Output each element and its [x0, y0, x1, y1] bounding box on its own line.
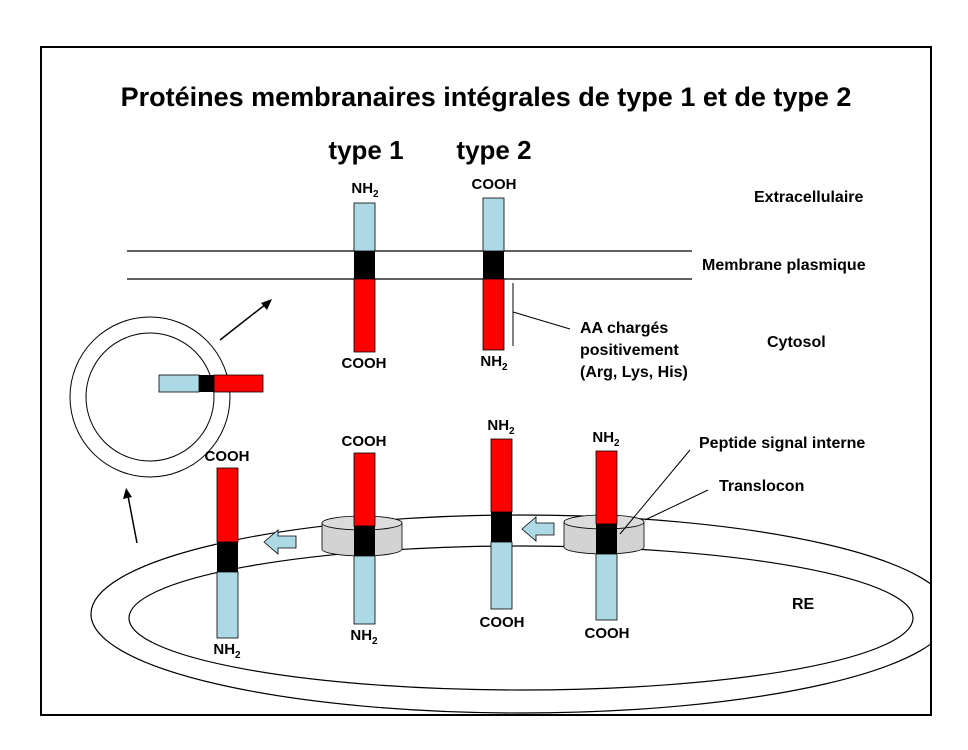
- plasma-membrane: [127, 250, 692, 280]
- type2-plasma-protein: [482, 197, 505, 351]
- vesicle-to-membrane-arrow: [219, 299, 272, 341]
- type1-cooh-label: COOH: [342, 355, 387, 372]
- signal-peptide-pointer: [619, 449, 691, 535]
- slide-frame: Protéines membranaires intégrales de typ…: [40, 46, 932, 716]
- er-protein-2-nh2-label: NH2: [350, 627, 378, 647]
- er-protein-3-nh2-label: NH2: [487, 417, 515, 437]
- plasma-membrane-label: Membrane plasmique: [702, 257, 866, 274]
- er-protein-4: [595, 450, 618, 621]
- signal-peptide-label: Peptide signal interne: [699, 435, 865, 452]
- er-protein-1-cooh-label: COOH: [205, 448, 250, 465]
- type2-nh2-label: NH2: [480, 353, 508, 373]
- er-protein-1: [216, 467, 239, 639]
- transport-vesicle: [69, 316, 264, 478]
- er-protein-3: [490, 438, 513, 610]
- charged-aa-label-line3: (Arg, Lys, His): [580, 364, 688, 381]
- type2-heading: type 2: [456, 135, 531, 165]
- charged-aa-label-line2: positivement: [580, 342, 679, 359]
- type1-nh2-label: NH2: [351, 180, 379, 200]
- er-protein-1-nh2-label: NH2: [213, 641, 241, 661]
- charged-aa-pointer: [512, 283, 571, 346]
- block-arrow-left: [263, 529, 297, 555]
- er-protein-4-nh2-label: NH2: [592, 429, 620, 449]
- charged-aa-label-line1: AA chargés: [580, 320, 668, 337]
- type1-plasma-protein: [353, 202, 376, 353]
- protein-topology-diagram: Protéines membranaires intégrales de typ…: [69, 82, 930, 714]
- endoplasmic-reticulum: [90, 514, 930, 714]
- extracellular-label: Extracellulaire: [754, 189, 864, 206]
- type2-cooh-label: COOH: [472, 176, 517, 193]
- er-to-vesicle-arrow: [123, 488, 138, 544]
- translocon-label: Translocon: [719, 478, 804, 495]
- translocon-pointer: [644, 489, 709, 521]
- block-arrow-right: [521, 516, 555, 542]
- type1-heading: type 1: [328, 135, 403, 165]
- slide-title: Protéines membranaires intégrales de typ…: [121, 82, 852, 112]
- er-protein-2: [353, 452, 376, 625]
- cytosol-label: Cytosol: [767, 334, 826, 351]
- er-label: RE: [792, 596, 815, 613]
- er-protein-4-cooh-label: COOH: [585, 625, 630, 642]
- er-protein-2-cooh-label: COOH: [342, 433, 387, 450]
- er-protein-3-cooh-label: COOH: [480, 614, 525, 631]
